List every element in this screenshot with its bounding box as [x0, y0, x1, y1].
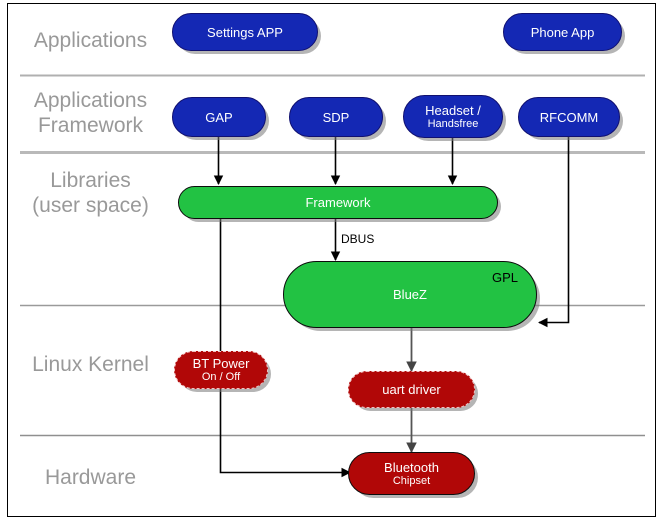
node-settings-app[interactable]: Settings APP — [172, 13, 318, 51]
layer-label-line-2: Framework — [37, 114, 143, 137]
node-sublabel: Chipset — [392, 474, 431, 487]
node-label: BT Power — [192, 356, 250, 371]
node-phone-app[interactable]: Phone App — [503, 13, 622, 51]
node-label: uart driver — [382, 382, 441, 397]
layer-label-line-1: Libraries — [50, 169, 131, 192]
layer-label-linux-kernel: Linux Kernel — [32, 353, 149, 376]
diagram-outer-border — [7, 3, 656, 517]
node-gap[interactable]: GAP — [172, 97, 266, 137]
node-sdp[interactable]: SDP — [289, 97, 383, 137]
node-bt-power[interactable]: BT Power On / Off — [174, 351, 268, 389]
node-headset-handsfree[interactable]: Headset / Handsfree — [403, 95, 503, 138]
layer-label-libraries: Libraries (user space) — [8, 168, 173, 218]
node-label: GAP — [205, 109, 233, 125]
node-label: Settings APP — [207, 24, 283, 40]
layer-label-applications-framework: Applications Framework — [8, 88, 173, 138]
edge-label-dbus: DBUS — [341, 232, 375, 246]
node-framework[interactable]: Framework — [178, 186, 498, 219]
node-label: Bluetooth — [384, 459, 439, 475]
node-sublabel: Handsfree — [427, 117, 479, 130]
layer-label-line-1: Applications — [33, 89, 148, 112]
node-label: Phone App — [530, 24, 595, 40]
gpl-badge: GPL — [491, 270, 518, 285]
node-label: Framework — [305, 195, 371, 210]
node-label: SDP — [322, 109, 350, 125]
node-bluetooth-chipset[interactable]: Bluetooth Chipset — [348, 452, 475, 495]
layer-label-applications: Applications — [33, 29, 148, 52]
node-label: BlueZ — [393, 287, 427, 302]
node-label: Headset / — [425, 102, 481, 118]
node-label: RFCOMM — [539, 109, 599, 125]
layer-label-hardware: Hardware — [44, 466, 137, 489]
node-sublabel: On / Off — [201, 371, 241, 383]
node-uart-driver[interactable]: uart driver — [348, 371, 475, 408]
node-rfcomm[interactable]: RFCOMM — [518, 97, 620, 137]
layer-label-line-2: (user space) — [32, 194, 149, 217]
node-bluez[interactable]: GPL BlueZ — [283, 261, 537, 328]
